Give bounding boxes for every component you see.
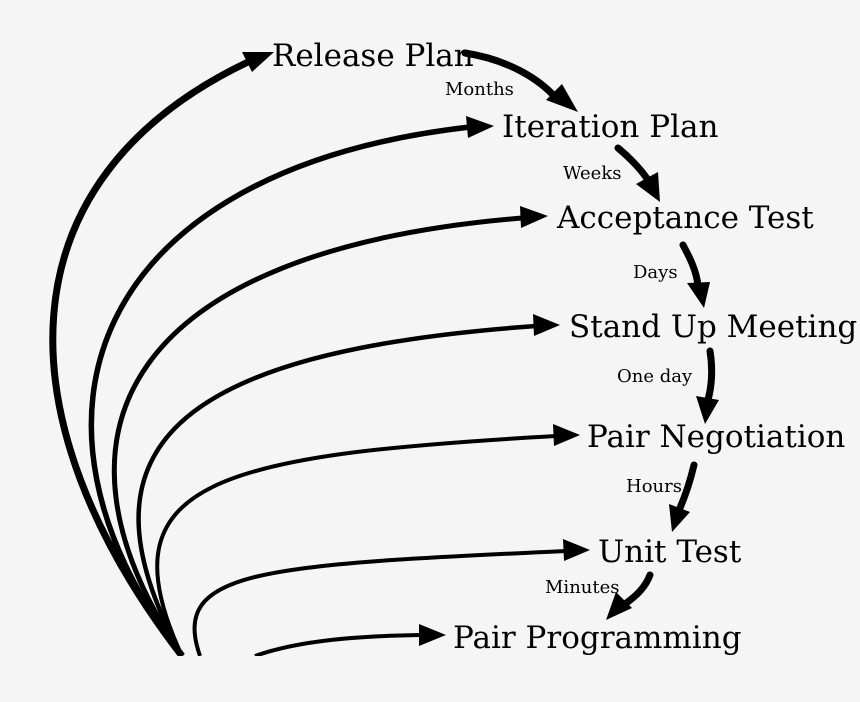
step-arrow-months [461, 49, 560, 102]
feedback-arrow-acceptance-test [111, 215, 523, 658]
period-days: Days [633, 262, 678, 283]
step-arrow-minutes [621, 571, 654, 608]
step-arrows [461, 49, 719, 620]
bottom-crop-band [0, 656, 860, 702]
arrowhead-unit-test [563, 539, 590, 561]
step-arrowhead-weeks [636, 172, 660, 202]
feedback-arrow-iteration-plan [88, 124, 471, 658]
step-arrowhead-days [687, 282, 710, 308]
arrowhead-pair-programming [419, 624, 446, 646]
step-arrow-weeks [614, 144, 652, 184]
step-arrow-hours [676, 461, 698, 512]
node-acceptance-test: Acceptance Test [556, 200, 814, 236]
step-arrowhead-minutes [606, 592, 632, 620]
arrowhead-acceptance-test [520, 206, 548, 228]
step-arrow-days [679, 241, 702, 289]
arrowhead-iteration-plan [466, 116, 494, 138]
period-weeks: Weeks [563, 163, 621, 184]
arrowhead-pair-negotiation [553, 424, 580, 446]
feedback-arrow-release-plan [49, 58, 250, 659]
period-one-day: One day [617, 366, 693, 387]
period-labels: Months Weeks Days One day Hours Minutes [445, 79, 693, 598]
feedback-arrow-pair-programming [254, 633, 421, 658]
node-unit-test: Unit Test [598, 534, 742, 570]
node-stand-up-meeting: Stand Up Meeting [569, 309, 857, 345]
node-iteration-plan: Iteration Plan [502, 109, 718, 145]
node-labels: Release Plan Iteration Plan Acceptance T… [272, 38, 857, 656]
step-arrowhead-months [546, 84, 578, 112]
arrowhead-stand-up-meeting [533, 314, 560, 336]
feedback-arrow-stand-up-meeting [136, 323, 537, 658]
step-arrowhead-one-day [696, 396, 719, 424]
step-arrow-one-day [704, 347, 716, 404]
feedback-arrow-unit-test [192, 549, 567, 657]
node-release-plan: Release Plan [272, 38, 474, 74]
step-arrowhead-hours [669, 504, 690, 532]
period-months: Months [445, 79, 514, 100]
feedback-arrows [49, 52, 590, 659]
feedback-arrow-pair-negotiation [155, 434, 557, 657]
period-minutes: Minutes [545, 577, 620, 598]
node-pair-negotiation: Pair Negotiation [587, 419, 845, 455]
node-pair-programming: Pair Programming [453, 620, 742, 656]
arrowhead-release-plan [242, 52, 274, 72]
period-hours: Hours [626, 476, 682, 497]
